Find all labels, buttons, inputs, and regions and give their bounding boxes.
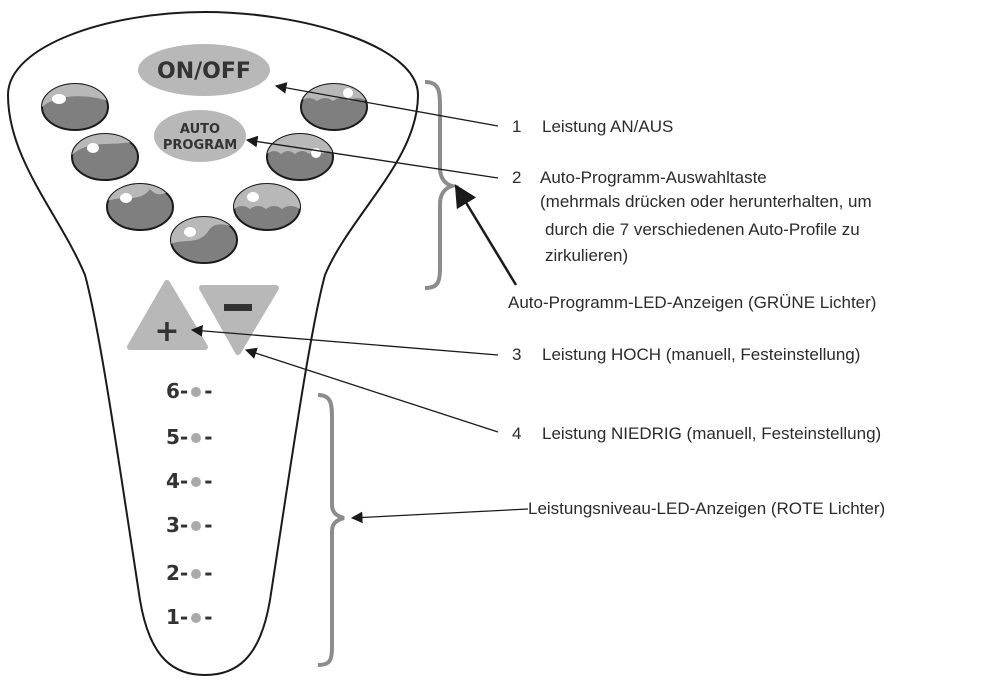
level-led-num: 1 (166, 605, 180, 629)
callout-line-2 (245, 135, 499, 179)
minus-icon (224, 304, 252, 311)
callout-3: 3 Leistung HOCH (manuell, Festeinstellung… (512, 344, 860, 366)
callout-auto-leds: Auto-Programm-LED-Anzeigen (GRÜNE Lichte… (508, 293, 877, 312)
callout-line-1 (274, 82, 499, 127)
level-led-6: 6-- (166, 379, 213, 403)
callout-3-number: 3 (512, 345, 522, 364)
red-led-dot (191, 476, 202, 487)
red-led-dot (191, 520, 202, 531)
on-off-label: ON/OFF (157, 59, 251, 84)
red-led-dot (191, 612, 202, 623)
auto-led-5 (106, 183, 174, 231)
auto-led-6 (233, 183, 301, 231)
auto-leds-bracket (424, 80, 460, 290)
power-leds-bracket (317, 393, 345, 667)
level-led-num: 3 (166, 513, 180, 537)
callout-4-number: 4 (512, 424, 522, 443)
level-led-3: 3-- (166, 513, 213, 537)
auto-led-2 (300, 83, 368, 131)
callout-2-line1: Auto-Programm-Auswahltaste (540, 168, 767, 187)
power-down-button[interactable] (199, 285, 279, 355)
callout-power-leds: Leistungsniveau-LED-Anzeigen (ROTE Licht… (528, 499, 886, 518)
auto-led-4 (266, 133, 334, 181)
callout-1-number: 1 (512, 117, 522, 136)
auto-program-button[interactable]: AUTO PROGRAM (154, 110, 246, 162)
level-led-num: 4 (166, 469, 180, 493)
callout-4-text: Leistung NIEDRIG (manuell, Festeinstellu… (542, 424, 882, 443)
callout-line-4 (244, 347, 499, 433)
on-off-button[interactable]: ON/OFF (138, 44, 270, 96)
callout-2-line3: durch die 7 verschiedenen Auto-Profile z… (545, 220, 860, 239)
callout-2-number: 2 (512, 168, 522, 187)
auto-profile-leds (41, 83, 368, 264)
level-led-4: 4-- (166, 469, 213, 493)
level-led-num: 2 (166, 561, 180, 585)
callout-1: 1 Leistung AN/AUS (512, 116, 673, 138)
red-led-dot (191, 386, 202, 397)
callout-1-text: Leistung AN/AUS (542, 117, 674, 136)
plus-icon: + (154, 314, 179, 349)
level-led-num: 6 (166, 379, 180, 403)
callout-2-line4: zirkulieren) (545, 246, 629, 265)
callout-2-line2: (mehrmals drücken oder herunterhalten, u… (540, 192, 872, 211)
red-led-dot (191, 568, 202, 579)
level-led-1: 1-- (166, 605, 213, 629)
callout-line-power-leds (350, 508, 529, 524)
red-led-dot (191, 432, 202, 443)
callout-2: 2 Auto-Programm-Auswahltaste (512, 167, 767, 189)
callout-line-3 (190, 325, 499, 356)
callout-3-text: Leistung HOCH (manuell, Festeinstellung) (542, 345, 861, 364)
auto-label-line1: AUTO (180, 122, 220, 137)
callout-line-auto-leds (454, 184, 518, 286)
auto-led-1 (41, 83, 109, 131)
auto-led-3 (71, 133, 139, 181)
level-led-5: 5-- (166, 425, 213, 449)
callout-4: 4 Leistung NIEDRIG (manuell, Festeinstell… (512, 423, 881, 445)
auto-label-line2: PROGRAM (163, 138, 237, 153)
power-up-button[interactable]: + (127, 280, 208, 350)
level-led-2: 2-- (166, 561, 213, 585)
auto-led-7 (170, 216, 238, 264)
level-led-num: 5 (166, 425, 180, 449)
